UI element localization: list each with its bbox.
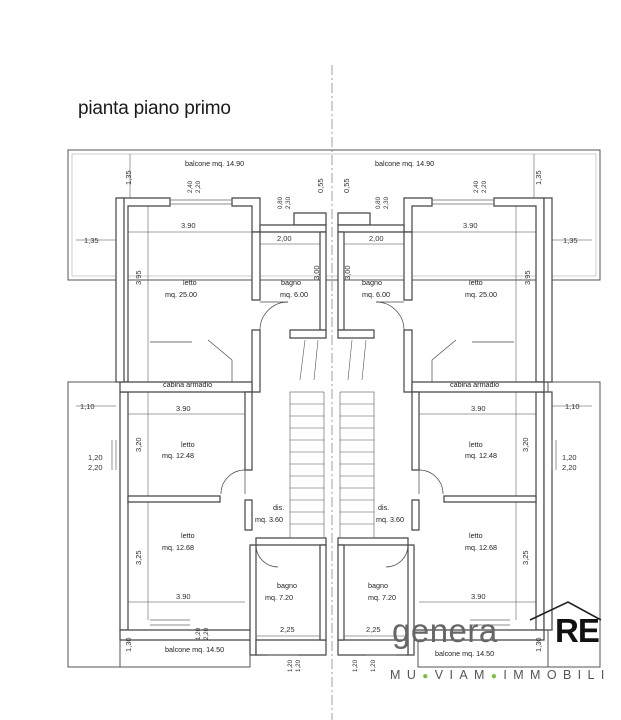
dim-240-a: 2,40 xyxy=(187,180,194,193)
dim-320-a: 3,20 xyxy=(134,437,143,452)
logo: genera RE MU●VIAM●IMMOBILI xyxy=(390,600,610,690)
dim-300-b: 3,00 xyxy=(343,265,352,280)
dim-220-b: 2,20 xyxy=(481,180,488,193)
dim-200-b: 2,00 xyxy=(369,234,384,243)
dim-120-b2: 1,20 xyxy=(295,659,302,672)
walls-outer xyxy=(115,197,553,631)
dim-130-right: 1,30 xyxy=(534,637,543,652)
page-title: pianta piano primo xyxy=(78,98,231,119)
dim-390-b: 3.90 xyxy=(463,221,478,230)
dim-135-top-left: 1,35 xyxy=(124,170,133,185)
label-bagno-c-area: mq. 7.20 xyxy=(265,593,293,602)
label-letto-d-area: mq. 12.48 xyxy=(465,451,497,460)
dim-120-b4: 1,20 xyxy=(370,659,377,672)
logo-re: RE xyxy=(555,612,600,649)
label-balcone-br: balcone mq. 14.50 xyxy=(435,649,494,658)
label-cabina-b: cabina armadio xyxy=(450,380,499,389)
label-balcone-tr: balcone mq. 14.90 xyxy=(375,159,434,168)
dim-230-b: 2,30 xyxy=(383,196,390,209)
dim-080-b: 0,80 xyxy=(375,196,382,209)
dim-390-e: 3.90 xyxy=(176,592,191,601)
dim-240-b: 2,40 xyxy=(473,180,480,193)
dim-120-left: 1,20 xyxy=(88,453,103,462)
label-bagno-b: bagno xyxy=(362,278,382,287)
dim-220-a: 2,20 xyxy=(195,180,202,193)
label-letto-f: letto xyxy=(469,531,483,540)
label-balcone-tl: balcone mq. 14.90 xyxy=(185,159,244,168)
doors xyxy=(150,301,514,568)
label-dis-b-area: mq. 3.60 xyxy=(376,515,404,524)
dim-135-left: 1,35 xyxy=(84,236,99,245)
label-bagno-b-area: mq. 6.00 xyxy=(362,290,390,299)
dimension-lines xyxy=(76,154,592,637)
dim-220-left: 2,20 xyxy=(88,463,103,472)
label-balcone-bl: balcone mq. 14.50 xyxy=(165,645,224,654)
dim-395-b: 3,95 xyxy=(523,270,532,285)
walls-left xyxy=(119,197,327,656)
dim-055-a: 0,55 xyxy=(316,178,325,193)
label-letto-b: letto xyxy=(469,278,483,287)
label-letto-a: letto xyxy=(183,278,197,287)
dim-220-bl: 2,20 xyxy=(203,627,210,640)
dim-200-a: 2,00 xyxy=(277,234,292,243)
dim-325-b: 3,25 xyxy=(521,550,530,565)
balcony-top-outline xyxy=(67,149,601,281)
dim-110-left: 1,10 xyxy=(80,402,95,411)
label-letto-b-area: mq. 25.00 xyxy=(465,290,497,299)
dim-300-a: 3,00 xyxy=(312,265,321,280)
walls-right xyxy=(337,197,545,656)
dim-120-b3: 1,20 xyxy=(352,659,359,672)
dim-395-a: 3,95 xyxy=(134,270,143,285)
dim-055-b: 0,55 xyxy=(342,178,351,193)
label-dis-a: dis. xyxy=(273,503,284,512)
label-bagno-d-area: mq. 7.20 xyxy=(368,593,396,602)
label-bagno-a-area: mq. 6.00 xyxy=(280,290,308,299)
roof-icon xyxy=(529,601,602,621)
dim-390-c: 3.90 xyxy=(176,404,191,413)
logo-word: genera xyxy=(392,612,498,649)
logo-tagline: MU●VIAM●IMMOBILI xyxy=(390,668,611,682)
label-dis-b: dis. xyxy=(378,503,389,512)
stairs xyxy=(289,339,375,539)
label-bagno-c: bagno xyxy=(277,581,297,590)
dim-080-a: 0,80 xyxy=(277,196,284,209)
dim-220-right: 2,20 xyxy=(562,463,577,472)
balcony-left-outline xyxy=(67,381,121,668)
dim-110-right: 1,10 xyxy=(565,402,580,411)
dim-130-left: 1,30 xyxy=(124,637,133,652)
label-letto-d: letto xyxy=(469,440,483,449)
dim-230-a: 2,30 xyxy=(285,196,292,209)
label-bagno-d: bagno xyxy=(368,581,388,590)
green-dot-icon: ● xyxy=(490,671,504,682)
dim-325-a: 3,25 xyxy=(134,550,143,565)
windows xyxy=(111,199,557,656)
dim-135-top-right: 1,35 xyxy=(534,170,543,185)
dim-390-a: 3.90 xyxy=(181,221,196,230)
label-letto-c-area: mq. 12.48 xyxy=(162,451,194,460)
dim-390-f: 3.90 xyxy=(471,592,486,601)
green-dot-icon: ● xyxy=(422,671,435,682)
label-dis-a-area: mq. 3.60 xyxy=(255,515,283,524)
label-bagno-a: bagno xyxy=(281,278,301,287)
label-cabina-a: cabina armadio xyxy=(163,380,212,389)
label-letto-e: letto xyxy=(181,531,195,540)
dim-120-b1: 1,20 xyxy=(287,659,294,672)
label-letto-f-area: mq. 12.68 xyxy=(465,543,497,552)
dim-225-a: 2,25 xyxy=(280,625,295,634)
label-letto-c: letto xyxy=(181,440,195,449)
label-letto-a-area: mq. 25.00 xyxy=(165,290,197,299)
dim-120-bl: 1,20 xyxy=(195,627,202,640)
dim-320-b: 3,20 xyxy=(521,437,530,452)
dim-225-b: 2,25 xyxy=(366,625,381,634)
label-letto-e-area: mq. 12.68 xyxy=(162,543,194,552)
dim-120-right: 1,20 xyxy=(562,453,577,462)
dim-390-d: 3.90 xyxy=(471,404,486,413)
dim-135-right: 1,35 xyxy=(563,236,578,245)
